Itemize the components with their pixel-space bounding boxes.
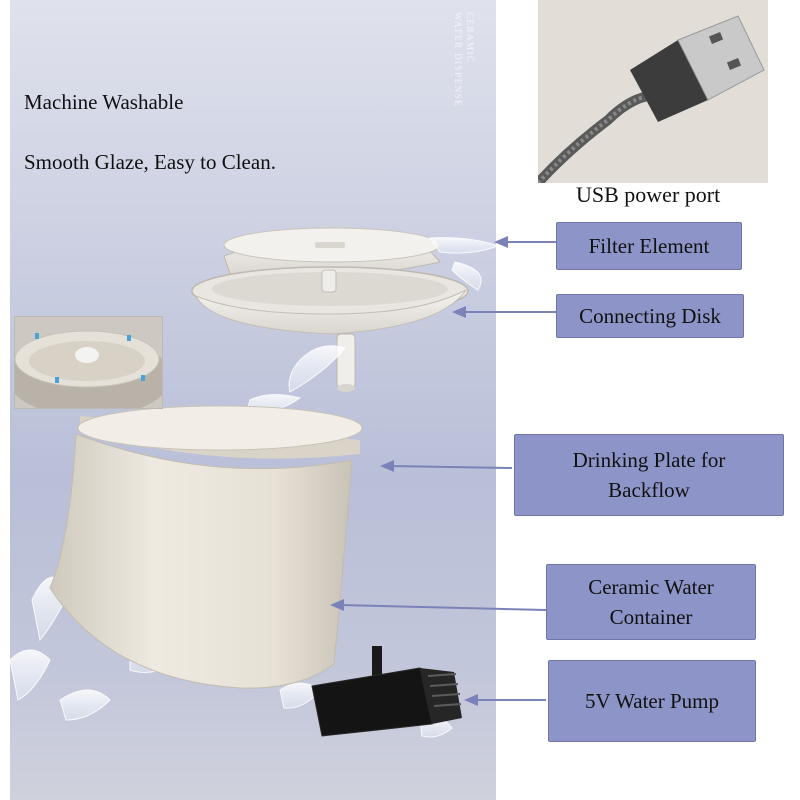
filter-element-illustration bbox=[223, 227, 441, 279]
inset-fountain-image bbox=[15, 317, 162, 408]
callout-filter-text: Filter Element bbox=[588, 234, 710, 258]
feature-smooth-glaze: Smooth Glaze, Easy to Clean. bbox=[24, 150, 276, 174]
drinking-plate-illustration bbox=[77, 405, 363, 459]
feature-machine-washable: Machine Washable bbox=[24, 90, 184, 114]
water-pump-illustration bbox=[311, 646, 462, 737]
callout-container-text: Ceramic Water Container bbox=[588, 572, 714, 632]
callout-pump-text: 5V Water Pump bbox=[584, 689, 720, 713]
callout-container-line1: Ceramic Water bbox=[588, 575, 714, 599]
vertical-brand-label: CERAMIC WATER DISPENSE bbox=[452, 12, 476, 107]
vertical-label-line2: WATER DISPENSE bbox=[453, 12, 463, 108]
ceramic-container-illustration bbox=[49, 433, 353, 689]
connecting-disk-illustration bbox=[191, 266, 469, 392]
callout-container-line2: Container bbox=[609, 605, 693, 629]
callout-plate-text: Drinking Plate for Backflow bbox=[573, 445, 726, 505]
callout-ceramic-container: Ceramic Water Container bbox=[546, 564, 756, 640]
callout-plate-line2: Backflow bbox=[608, 478, 690, 502]
callout-arrows bbox=[330, 236, 556, 706]
usb-power-port-label: USB power port bbox=[576, 182, 721, 207]
inset-photo bbox=[14, 316, 163, 409]
callout-filter-element: Filter Element bbox=[556, 222, 742, 270]
usb-photo bbox=[538, 0, 768, 183]
callout-drinking-plate: Drinking Plate for Backflow bbox=[514, 434, 784, 516]
usb-plug-image bbox=[538, 0, 768, 183]
callout-connecting-disk: Connecting Disk bbox=[556, 294, 744, 338]
callout-disk-text: Connecting Disk bbox=[579, 304, 721, 328]
vertical-label-line1: CERAMIC bbox=[465, 12, 475, 64]
callout-water-pump: 5V Water Pump bbox=[548, 660, 756, 742]
callout-plate-line1: Drinking Plate for bbox=[572, 448, 726, 472]
